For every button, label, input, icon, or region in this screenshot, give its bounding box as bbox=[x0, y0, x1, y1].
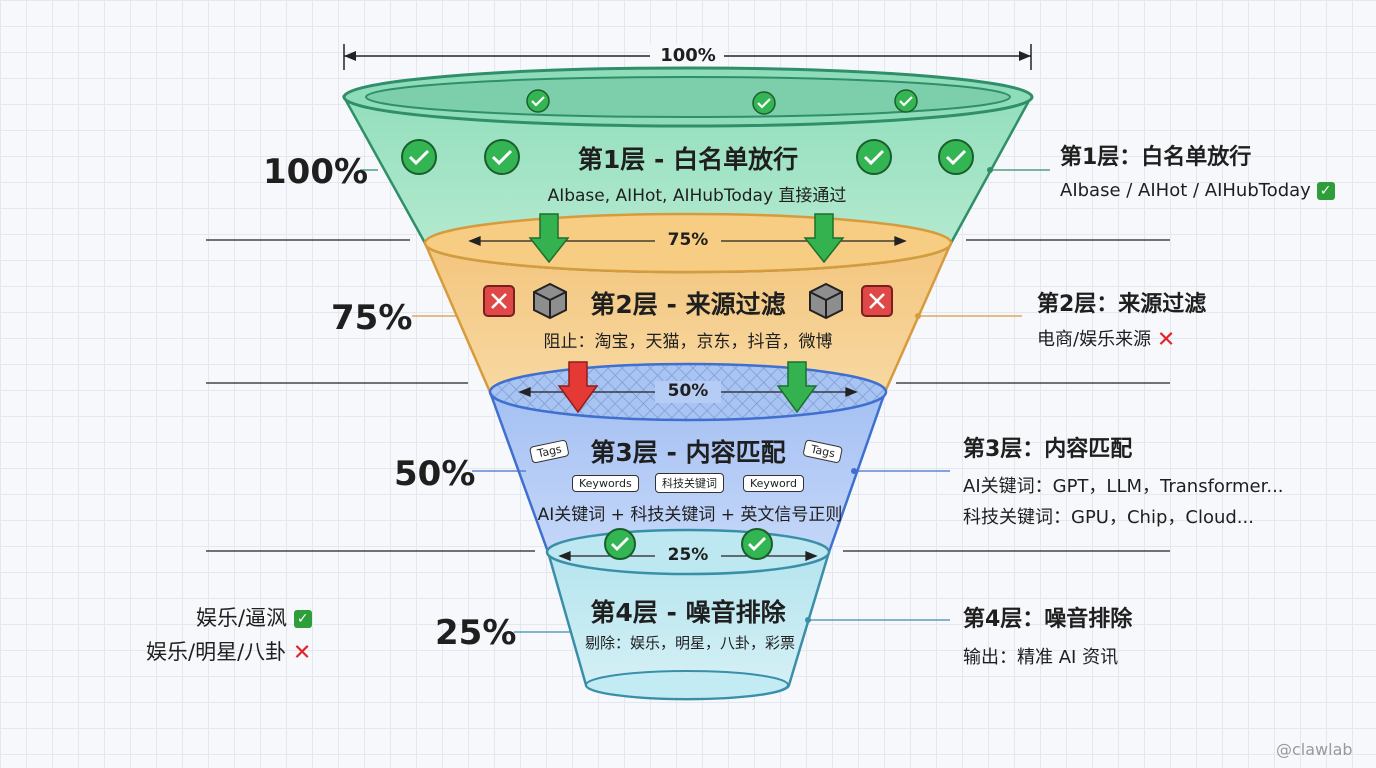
check-box-icon: ✓ bbox=[1316, 182, 1335, 200]
check-circle-icon bbox=[856, 139, 892, 175]
side-title-layer-2: 第2层：来源过滤 bbox=[1037, 292, 1207, 317]
ring-label-25: 25% bbox=[667, 545, 709, 565]
side-title-layer-1: 第1层：白名单放行 bbox=[1060, 145, 1252, 170]
check-box-icon: ✓ bbox=[293, 610, 312, 628]
side-title-layer-4: 第4层：噪音排除 bbox=[963, 607, 1133, 632]
package-box-icon bbox=[533, 282, 567, 320]
side-text-layer-3-line-2: 科技关键词：GPU，Chip，Cloud... bbox=[963, 507, 1254, 528]
side-title-layer-3: 第3层：内容匹配 bbox=[963, 437, 1133, 462]
ring-label-75: 75% bbox=[667, 230, 709, 250]
layer-4-percent: 25% bbox=[435, 613, 517, 653]
layer-2-percent: 75% bbox=[331, 298, 413, 338]
top-dimension-line bbox=[343, 44, 1032, 70]
layer-1-title: 第1层 - 白名单放行 bbox=[577, 145, 799, 174]
blocked-x-icon bbox=[483, 285, 515, 317]
package-box-icon bbox=[809, 282, 843, 320]
check-circle-icon bbox=[938, 139, 974, 175]
layer-1-percent: 100% bbox=[263, 152, 369, 192]
green-down-arrow bbox=[803, 213, 845, 264]
side-text-layer-2: 电商/娱乐来源 ✕ bbox=[1037, 327, 1176, 353]
side-connectors bbox=[360, 167, 1050, 633]
ring-label-50: 50% bbox=[667, 381, 709, 401]
layer-2-subtitle: 阻止：淘宝，天猫，京东，抖音，微博 bbox=[543, 332, 833, 352]
watermark: @clawlab bbox=[1276, 740, 1353, 759]
layer-3-title: 第3层 - 内容匹配 bbox=[590, 438, 786, 467]
cross-mark-icon: ✕ bbox=[292, 640, 312, 666]
layer-3-percent: 50% bbox=[394, 454, 476, 494]
cross-mark-icon: ✕ bbox=[1156, 327, 1176, 353]
funnel-layer-1 bbox=[341, 66, 1034, 274]
check-circle-icon bbox=[894, 89, 918, 113]
left-note-allowed: 娱乐/逼沨 ✓ bbox=[196, 602, 312, 632]
check-circle-icon bbox=[604, 528, 636, 560]
layer-1-subtitle: AIbase, AIHot, AIHubToday 直接通过 bbox=[547, 186, 847, 206]
layer-4-subtitle: 剔除：娱乐，明星，八卦，彩票 bbox=[584, 634, 796, 652]
top-width-label: 100% bbox=[660, 45, 716, 66]
ring-dimension-25 bbox=[558, 545, 818, 567]
funnel-layer-4 bbox=[546, 550, 831, 701]
check-circle-icon bbox=[752, 91, 776, 115]
blocked-x-icon bbox=[861, 285, 893, 317]
side-text-layer-4: 输出：精准 AI 资讯 bbox=[963, 647, 1119, 668]
divider-lines bbox=[206, 239, 1170, 552]
side-text-layer-3-line-1: AI关键词：GPT，LLM，Transformer... bbox=[963, 476, 1284, 497]
check-circle-icon bbox=[484, 139, 520, 175]
check-circle-icon bbox=[526, 89, 550, 113]
layer-3-subtitle: AI关键词 + 科技关键词 + 英文信号正则 bbox=[537, 505, 843, 525]
check-circle-icon bbox=[401, 139, 437, 175]
side-text-layer-1: AIbase / AIHot / AIHubToday ✓ bbox=[1060, 180, 1335, 201]
keyword-tag: 科技关键词 bbox=[655, 472, 724, 493]
check-circle-icon bbox=[741, 528, 773, 560]
green-down-arrow bbox=[528, 213, 570, 264]
left-note-blocked: 娱乐/明星/八卦 ✕ bbox=[146, 640, 312, 666]
green-down-arrow bbox=[776, 361, 818, 414]
red-down-arrow bbox=[557, 361, 599, 414]
layer-2-title: 第2层 - 来源过滤 bbox=[590, 290, 786, 319]
layer-4-title: 第4层 - 噪音排除 bbox=[590, 598, 786, 627]
keyword-tag: Keyword bbox=[743, 472, 804, 492]
keyword-tag: Keywords bbox=[572, 472, 639, 492]
